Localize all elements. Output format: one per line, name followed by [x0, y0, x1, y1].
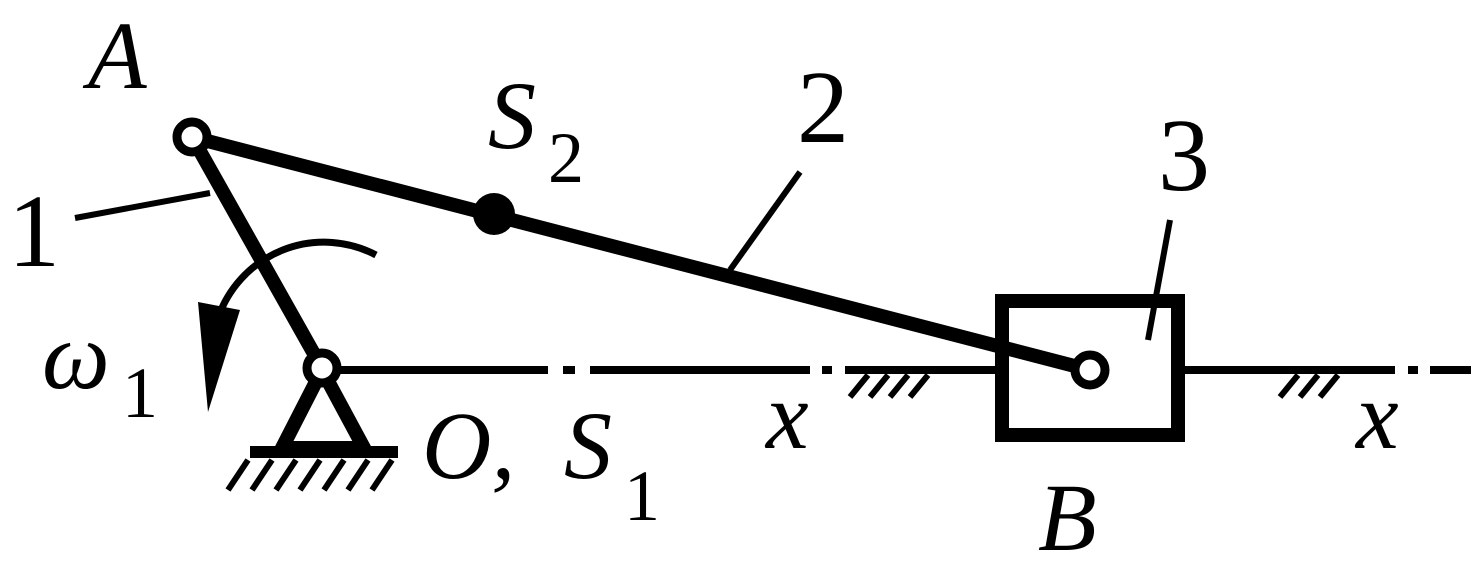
- label-link-1: 1: [8, 174, 60, 289]
- leader-lines: [74, 170, 1173, 341]
- label-link-3: 3: [1158, 98, 1210, 213]
- label-x-right: x: [1354, 362, 1399, 469]
- label-x-middle: x: [764, 362, 809, 469]
- angular-velocity-arrow: [198, 238, 378, 412]
- center-of-mass-s2: [473, 193, 515, 235]
- crank-link-1: [185, 130, 329, 375]
- label-o: O,: [422, 392, 515, 499]
- label-b: B: [1038, 464, 1097, 562]
- guide-ground-hatch: [847, 373, 1341, 399]
- label-link-2: 2: [797, 50, 849, 165]
- label-a: A: [82, 2, 147, 109]
- joint-a: [172, 117, 212, 157]
- connecting-rod-link-2: [185, 130, 1097, 377]
- label-s1-subscript: 1: [624, 456, 660, 536]
- joint-o: [302, 348, 342, 388]
- label-s1: S: [564, 392, 612, 499]
- label-omega-subscript: 1: [122, 353, 158, 433]
- label-s2: S: [488, 62, 536, 169]
- slider-block-3: [995, 294, 1185, 442]
- fixed-pivot-support: [225, 366, 398, 492]
- label-omega: ω: [42, 302, 110, 409]
- joint-b: [1070, 350, 1110, 390]
- label-s2-subscript: 2: [548, 118, 584, 198]
